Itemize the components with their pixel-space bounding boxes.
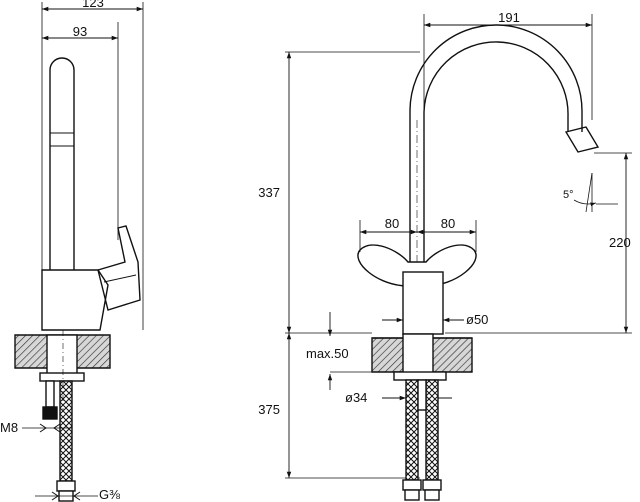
front-hose-end-right bbox=[424, 489, 440, 501]
front-view bbox=[285, 14, 632, 501]
label-spout-width: 93 bbox=[73, 24, 87, 39]
label-spout-reach: 191 bbox=[498, 10, 520, 25]
label-body-diameter: ø50 bbox=[466, 312, 488, 327]
front-hose-fitting-right bbox=[422, 479, 442, 491]
front-shank bbox=[402, 333, 434, 375]
front-hose-end-left bbox=[404, 489, 420, 501]
label-hose-thread: G⅜ bbox=[99, 487, 120, 502]
side-rod-nut bbox=[42, 406, 58, 420]
label-max-counter: max.50 bbox=[306, 346, 349, 361]
label-tilt-angle: 5° bbox=[563, 189, 574, 201]
front-countertop-left bbox=[371, 337, 407, 373]
dim-ticks-m8 bbox=[39, 423, 61, 433]
front-countertop-right bbox=[429, 337, 473, 373]
side-body bbox=[41, 269, 109, 331]
side-hose-fitting bbox=[56, 480, 76, 492]
front-handle bbox=[357, 244, 477, 287]
label-handle-left: 80 bbox=[385, 216, 399, 231]
front-spout-outer bbox=[409, 24, 583, 280]
label-spout-height: 220 bbox=[609, 235, 631, 250]
side-lock-nut bbox=[39, 372, 85, 382]
label-hole-diameter: ø34 bbox=[345, 390, 367, 405]
front-spout-inner bbox=[423, 41, 569, 280]
label-handle-right: 80 bbox=[441, 216, 455, 231]
front-hose-right bbox=[425, 379, 439, 481]
front-aerator bbox=[564, 126, 600, 153]
front-lock-nut bbox=[393, 371, 447, 381]
side-view bbox=[14, 2, 144, 502]
tilt-line bbox=[585, 172, 593, 213]
dim-ticks-g38 bbox=[51, 491, 81, 501]
front-body bbox=[402, 271, 444, 335]
side-threaded-rod bbox=[45, 380, 55, 408]
label-below-counter: 375 bbox=[258, 402, 280, 417]
side-hose bbox=[59, 380, 73, 482]
side-lever bbox=[97, 225, 141, 311]
tilt-arc bbox=[573, 199, 597, 207]
front-threaded-rod bbox=[417, 379, 427, 411]
side-shank bbox=[46, 334, 78, 376]
label-overall-width: 123 bbox=[82, 0, 104, 10]
front-hose-left bbox=[405, 379, 419, 481]
label-thread: M8 bbox=[0, 420, 18, 435]
side-lever-edge bbox=[103, 274, 137, 283]
side-spout bbox=[49, 57, 75, 270]
front-hose-fitting-left bbox=[402, 479, 422, 491]
label-total-height: 337 bbox=[258, 185, 280, 200]
